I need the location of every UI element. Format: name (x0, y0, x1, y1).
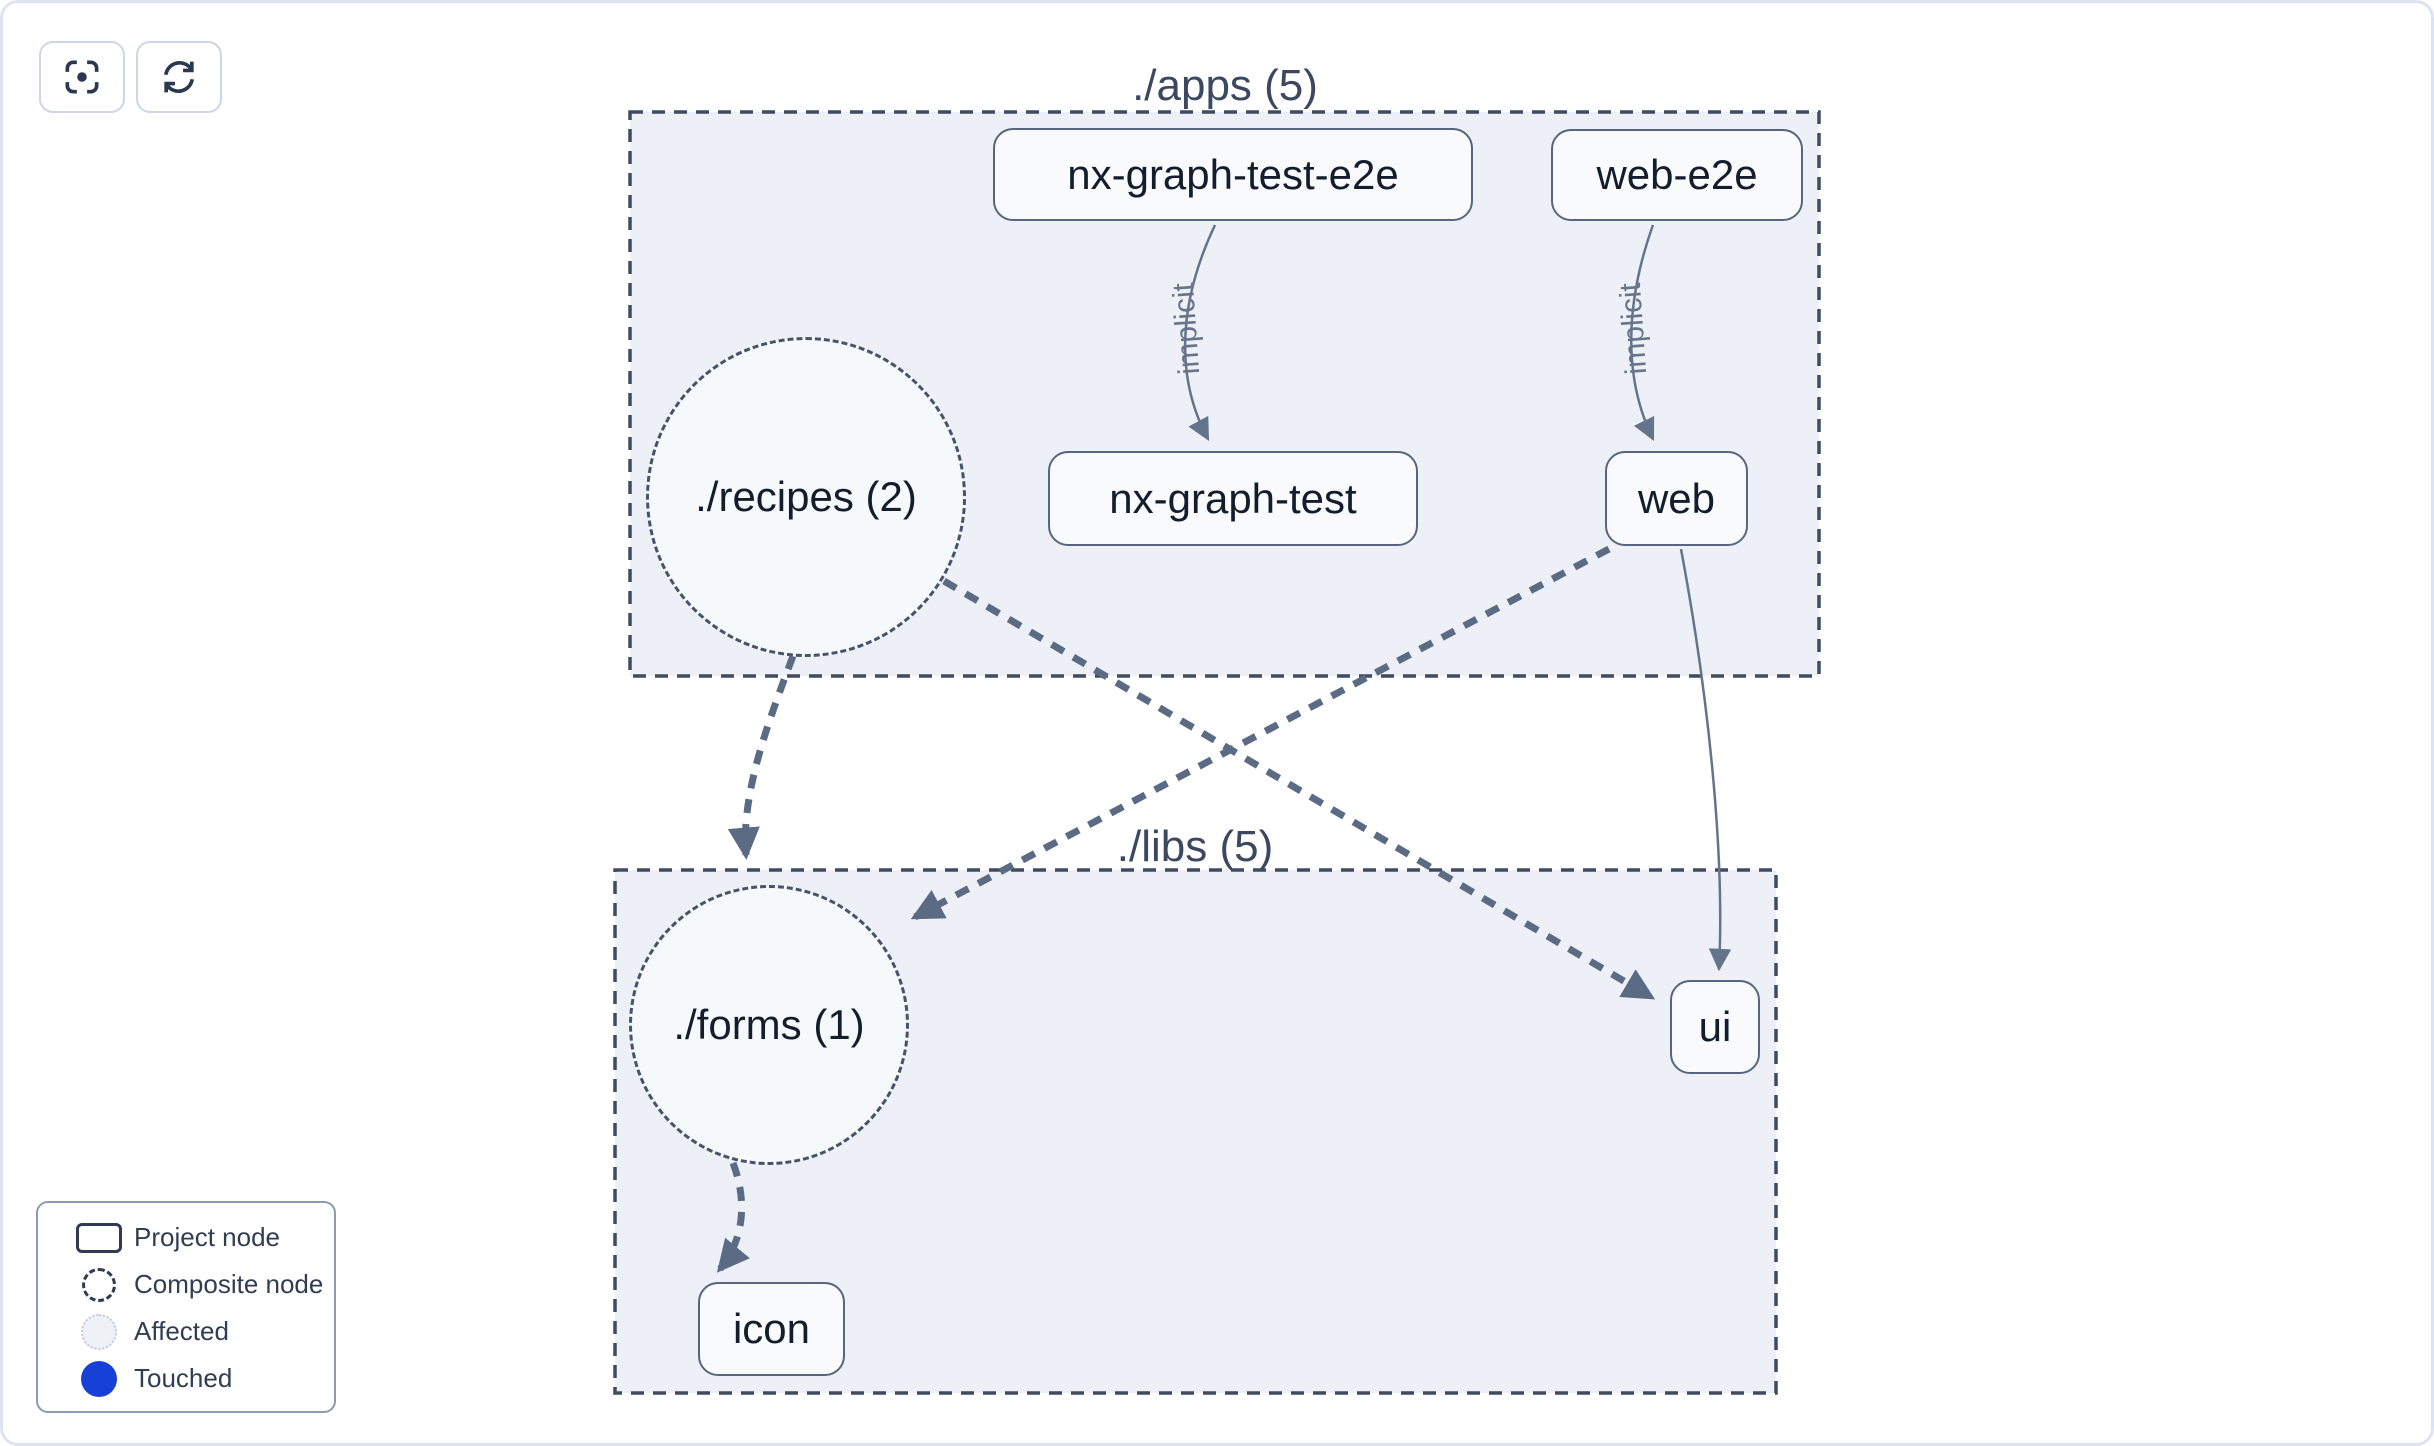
node-web-e2e[interactable]: web-e2e (1551, 129, 1803, 221)
edge-label-implicit-1: implicit (1167, 281, 1206, 375)
node-label: ./recipes (2) (695, 473, 917, 520)
node-web[interactable]: web (1605, 451, 1748, 546)
legend-label: Composite node (134, 1269, 324, 1299)
edge-label-implicit-2: implicit (1614, 281, 1653, 375)
legend: Project node Composite node Affected Tou… (36, 1201, 336, 1413)
node-label: web (1637, 474, 1716, 522)
node-ui[interactable]: ui (1670, 980, 1760, 1074)
node-nx-graph-test-e2e[interactable]: nx-graph-test-e2e (993, 128, 1473, 221)
edge-forms-to-icon (716, 1161, 750, 1273)
libs-group-label: ./libs (5) (1117, 822, 1273, 871)
edge-nx-graph-test-e2e-to-nx-graph-test (1183, 224, 1217, 441)
node-label: web-e2e (1596, 151, 1758, 198)
node-icon[interactable]: icon (698, 1282, 845, 1376)
node-forms-composite[interactable]: ./forms (1) (629, 885, 909, 1165)
refresh-button[interactable] (136, 41, 222, 113)
node-label: nx-graph-test (1109, 474, 1357, 522)
node-label: ui (1698, 1003, 1732, 1050)
apps-group-label: ./apps (5) (1132, 61, 1318, 110)
legend-label: Project node (134, 1222, 280, 1252)
legend-row-composite-node: Composite node (38, 1261, 334, 1308)
edge-recipes-to-ui (942, 577, 1656, 1001)
edge-recipes-to-forms (727, 654, 797, 860)
node-nx-graph-test[interactable]: nx-graph-test (1048, 451, 1418, 546)
legend-row-touched: Touched (38, 1355, 334, 1402)
refresh-icon (163, 61, 195, 93)
composite-node-swatch (82, 1267, 116, 1302)
affected-swatch (81, 1313, 117, 1350)
legend-row-affected: Affected (38, 1308, 334, 1355)
edge-web-to-ui (1679, 548, 1732, 972)
node-label: ./forms (1) (673, 1001, 865, 1048)
project-node-swatch (76, 1222, 122, 1253)
edge-web-e2e-to-web (1630, 224, 1655, 442)
node-label: icon (732, 1305, 811, 1352)
legend-row-project-node: Project node (38, 1214, 334, 1261)
legend-label: Affected (134, 1316, 229, 1346)
touched-swatch (81, 1360, 117, 1397)
legend-label: Touched (134, 1363, 233, 1393)
node-label: nx-graph-test-e2e (1067, 150, 1399, 198)
focus-button[interactable] (39, 41, 125, 113)
focus-icon (65, 60, 99, 94)
edge-web-to-forms (910, 545, 1611, 921)
node-recipes-composite[interactable]: ./recipes (2) (646, 337, 966, 657)
